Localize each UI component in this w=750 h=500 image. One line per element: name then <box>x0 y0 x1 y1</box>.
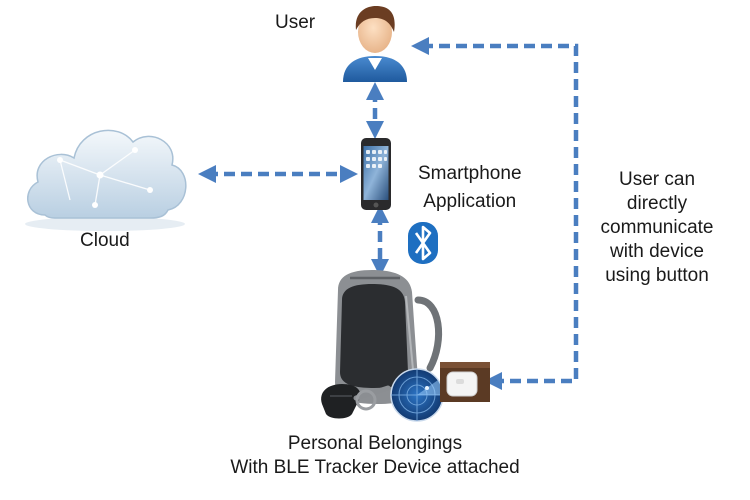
radar-icon <box>390 368 444 422</box>
direct-communication-label: User can directly communicate with devic… <box>592 168 722 288</box>
bluetooth-icon <box>408 222 438 264</box>
direct-label-line: User can <box>618 169 696 190</box>
smartphone-label-line: Smartphone <box>418 163 522 184</box>
direct-label-line: communicate <box>600 217 714 238</box>
device-user-connector <box>411 37 579 390</box>
user-label: User <box>275 12 316 33</box>
direct-label-line: directly <box>626 193 688 214</box>
belongings-label-line: Personal Belongings <box>287 433 463 454</box>
direct-label-line: using button <box>605 265 709 286</box>
car-key-icon <box>321 384 391 419</box>
belongings-label: Personal Belongings With BLE Tracker Dev… <box>200 432 550 480</box>
user-avatar-icon <box>343 6 407 82</box>
smartphone-app-label: Smartphone Application <box>418 162 522 214</box>
belongings-label-line: With BLE Tracker Device attached <box>230 457 520 478</box>
ble-tracker-icon <box>440 362 490 402</box>
smartphone-icon <box>361 138 391 210</box>
cloud-label: Cloud <box>80 230 130 251</box>
application-label-line: Application <box>423 191 517 212</box>
cloud-icon <box>25 129 187 231</box>
backpack-icon <box>335 270 443 404</box>
direct-label-line: with device <box>610 241 704 262</box>
